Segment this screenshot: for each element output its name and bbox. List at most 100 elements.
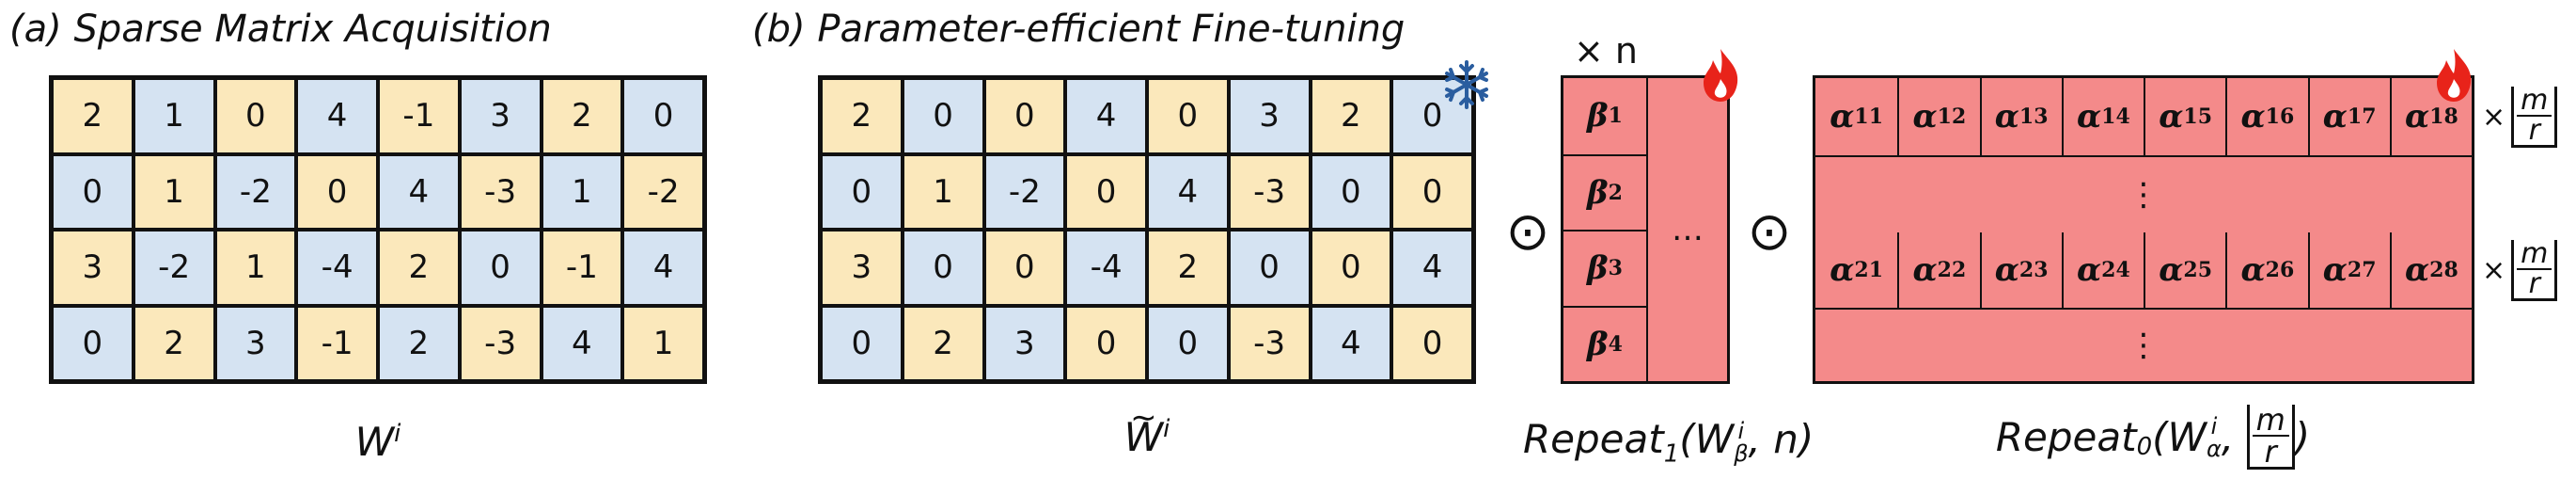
matrix-w-tilde-cell: 1 (902, 153, 984, 230)
alpha-vdots-1: ⋮ (2128, 176, 2160, 214)
caption-w: Wi (354, 419, 401, 465)
beta-ellipsis: … (1672, 211, 1704, 248)
matrix-w-tilde-cell: -2 (983, 153, 1066, 230)
matrix-w-tilde-cell: 0 (983, 78, 1066, 154)
matrix-w-cell: 4 (378, 153, 460, 230)
fire-icon (2433, 47, 2474, 104)
matrix-w-cell: 4 (622, 230, 704, 306)
matrix-w-cell: 3 (459, 78, 542, 154)
matrix-w-cell: -1 (541, 230, 623, 306)
beta-times-n-label: × n (1574, 30, 1639, 72)
matrix-w-cell: 4 (296, 78, 378, 154)
matrix-w-cell: 2 (133, 305, 215, 381)
odot-operator-2: ⊙ (1747, 200, 1792, 263)
matrix-w-tilde-cell: 0 (821, 153, 903, 230)
matrix-w-cell: -1 (296, 305, 378, 381)
matrix-w-tilde-cell: 4 (1391, 230, 1473, 306)
matrix-w-cell: -2 (133, 230, 215, 306)
panel-a-title: (a) Sparse Matrix Acquisition (9, 8, 552, 51)
matrix-w-cell: 1 (622, 305, 704, 381)
matrix-w-tilde-cell: 0 (1065, 153, 1147, 230)
matrix-w-cell: 0 (52, 153, 134, 230)
matrix-w-tilde-cell: 2 (902, 305, 984, 381)
matrix-w-tilde-cell: 3 (821, 230, 903, 306)
matrix-w-tilde-cell: -4 (1065, 230, 1147, 306)
matrix-w-tilde-cell: 0 (1310, 153, 1392, 230)
matrix-w-tilde-cell: 0 (1147, 305, 1229, 381)
fire-icon (1700, 47, 1741, 104)
matrix-w-cell: 2 (541, 78, 623, 154)
matrix-w-cell: -2 (214, 153, 297, 230)
matrix-w-cell: 0 (52, 305, 134, 381)
matrix-w-tilde-cell: 3 (1228, 78, 1311, 154)
panel-b-title: (b) Parameter-efficient Fine-tuning (752, 8, 1406, 51)
matrix-w-tilde-cell: 0 (1065, 305, 1147, 381)
alpha-vdots-2: ⋮ (2128, 327, 2160, 364)
matrix-w-tilde-cell: 0 (902, 78, 984, 154)
matrix-w-tilde-cell: 2 (821, 78, 903, 154)
matrix-w-tilde-cell: 3 (983, 305, 1066, 381)
matrix-w-cell: -3 (459, 305, 542, 381)
odot-operator-1: ⊙ (1505, 200, 1550, 263)
matrix-w-cell: -1 (378, 78, 460, 154)
matrix-w-cell: 1 (214, 230, 297, 306)
matrix-w-cell: 2 (52, 78, 134, 154)
matrix-w-cell: -4 (296, 230, 378, 306)
matrix-w-cell: 3 (214, 305, 297, 381)
matrix-w-tilde-cell: 4 (1147, 153, 1229, 230)
matrix-w-tilde-cell: 0 (821, 305, 903, 381)
matrix-w-tilde-cell: 0 (1147, 78, 1229, 154)
matrix-w-tilde-cell: 4 (1310, 305, 1392, 381)
matrix-w-cell: 2 (378, 305, 460, 381)
matrix-w-cell: 1 (541, 153, 623, 230)
snowflake-icon (1440, 58, 1493, 111)
matrix-w-tilde-cell: 0 (983, 230, 1066, 306)
matrix-w-tilde-cell: -3 (1228, 305, 1311, 381)
matrix-w-tilde-cell: 2 (1147, 230, 1229, 306)
matrix-w-cell: 3 (52, 230, 134, 306)
matrix-w-cell: 1 (133, 153, 215, 230)
matrix-w-cell: 1 (133, 78, 215, 154)
matrix-w-cell: 0 (214, 78, 297, 154)
matrix-w-tilde-cell: 0 (1391, 305, 1473, 381)
matrix-w-cell: 2 (378, 230, 460, 306)
matrix-w-tilde-cell: 0 (1228, 230, 1311, 306)
matrix-w-cell: 0 (459, 230, 542, 306)
matrix-w-tilde-cell: 0 (1310, 230, 1392, 306)
matrix-w-tilde-cell: -3 (1228, 153, 1311, 230)
matrix-w-cell: 0 (296, 153, 378, 230)
matrix-w-tilde-cell: 4 (1065, 78, 1147, 154)
caption-w-tilde: ∼ W i (1123, 399, 1170, 460)
matrix-w-tilde-cell: 0 (1391, 153, 1473, 230)
matrix-w-tilde-cell: 0 (902, 230, 984, 306)
matrix-w-cell: 4 (541, 305, 623, 381)
